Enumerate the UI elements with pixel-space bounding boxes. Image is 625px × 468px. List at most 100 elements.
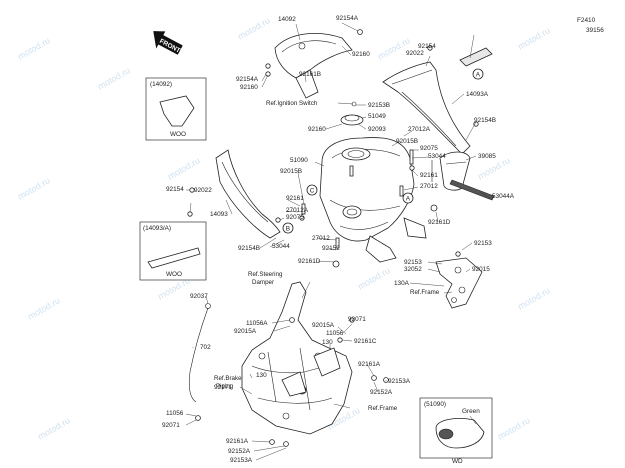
part-number: 92161D (428, 219, 451, 226)
part-number: 92154B (474, 117, 496, 124)
callout-a-label: A (406, 195, 411, 202)
part-number: 92152A (370, 389, 393, 396)
part-number: 27012A (408, 126, 431, 133)
part-number: 92161B (299, 71, 321, 78)
part-number: 14093 (210, 211, 228, 218)
part-number: 92152 (322, 245, 340, 252)
part-number: 92022 (194, 187, 212, 194)
part-number: 11056A (246, 320, 268, 327)
part-number: 130 (322, 339, 333, 346)
part-number: 702 (200, 344, 211, 351)
part-number: 92153 (404, 259, 422, 266)
part-bracket-32052 (435, 257, 483, 309)
watermark: motod.ru (26, 295, 62, 321)
part-number: 92153A (230, 457, 253, 464)
part-number: 92093 (368, 126, 386, 133)
part-number: 27012 (312, 235, 330, 242)
inset-title: (14093/A) (143, 225, 171, 232)
part-fuel-cap-51049 (340, 101, 364, 126)
part-number: 92153 (474, 240, 492, 247)
part-number: 92153B (368, 102, 390, 109)
part-number: 27012A (286, 207, 309, 214)
watermark: motod.ru (96, 65, 132, 91)
inset-box-14093-a: (14093/A) WOO (139, 221, 207, 281)
watermark: motod.ru (356, 265, 392, 291)
part-number: 92171 (214, 384, 232, 391)
part-39156 (459, 47, 493, 67)
part-number: 92015A (234, 328, 257, 335)
part-number: 92075 (420, 145, 438, 152)
part-number: 92154 (166, 186, 184, 193)
part-number: 92071 (162, 422, 180, 429)
part-number: 92153A (388, 378, 411, 385)
part-number: 53044A (492, 193, 515, 200)
part-number: 92071 (348, 316, 366, 323)
part-number: 53044 (272, 243, 290, 250)
reference-labels: Ref.Ignition Switch Ref.Steering Damper … (214, 100, 440, 412)
part-number: 14092 (278, 16, 296, 23)
part-number: 92015 (472, 266, 490, 273)
part-number: 92154 (418, 43, 436, 50)
inset-code: WOO (170, 131, 186, 138)
watermark: motod.ru (516, 25, 552, 51)
ref-brake-piping: Piping (216, 383, 234, 390)
part-number: 92161 (286, 195, 304, 202)
part-number-labels: 92154A 14092 92154 39156 92022 92160 921… (162, 15, 604, 464)
part-number: 51090 (290, 157, 308, 164)
part-cover-14093a (382, 61, 471, 155)
part-53044a (449, 179, 495, 201)
part-number: 92015A (312, 322, 335, 329)
watermark: motod.ru (16, 35, 52, 61)
part-number: 14093A (466, 91, 489, 98)
watermark: motod.ru (16, 175, 52, 201)
callout-a-mid: A (402, 192, 414, 204)
inset-title: (51090) (424, 401, 446, 408)
ref-steering-damper: Damper (252, 279, 274, 286)
part-number: 92160 (240, 84, 258, 91)
fasteners (187, 29, 479, 447)
watermark: motod.ru (496, 415, 532, 441)
part-number: 130 (256, 372, 267, 379)
part-number: 92154A (236, 76, 259, 83)
part-number: 11056 (166, 410, 184, 417)
part-number: 92161A (358, 361, 381, 368)
inset-title: (14092) (150, 81, 172, 88)
figure-code: F2410 (577, 17, 596, 24)
ref-frame-bottom: Ref.Frame (368, 405, 398, 412)
ref-frame-right: Ref.Frame (410, 289, 440, 296)
callout-a-label: A (476, 71, 481, 78)
part-cover-14092 (274, 33, 353, 99)
inset-color: Green (462, 408, 480, 415)
part-number: 27012 (420, 183, 438, 190)
part-number: 92160 (352, 51, 370, 58)
watermark: motod.ru (376, 35, 412, 61)
callout-b-label: B (286, 225, 290, 232)
inset-code: WOO (166, 271, 182, 278)
part-fuel-tank-51090 (319, 137, 427, 263)
part-number: 53044 (428, 153, 446, 160)
part-number: 92037 (190, 293, 208, 300)
front-direction-arrow: FRONT (153, 31, 183, 55)
watermark: motod.ru (36, 415, 72, 441)
watermark: motod.ru (166, 155, 202, 181)
watermark: motod.ru (236, 15, 272, 41)
inset-box-14092: (14092) WOO (145, 77, 207, 141)
part-number: 39156 (586, 27, 604, 34)
part-number: 92161C (354, 338, 377, 345)
callout-c-label: C (310, 187, 315, 194)
part-number: 51049 (368, 113, 386, 120)
callout-a-top: A (472, 68, 484, 80)
callout-c: C (306, 184, 318, 196)
ref-steering-damper: Ref.Steering (248, 271, 283, 278)
leader-lines (185, 22, 491, 461)
part-number: 92022 (406, 50, 424, 57)
part-number: 92152A (228, 448, 251, 455)
ref-brake-piping: Ref.Brake (214, 375, 242, 382)
ref-ignition-switch: Ref.Ignition Switch (266, 100, 318, 107)
part-number: 92075 (286, 214, 304, 221)
watermark: motod.ru (516, 285, 552, 311)
part-number: 92161D (298, 258, 321, 265)
part-number: 92015B (396, 138, 418, 145)
